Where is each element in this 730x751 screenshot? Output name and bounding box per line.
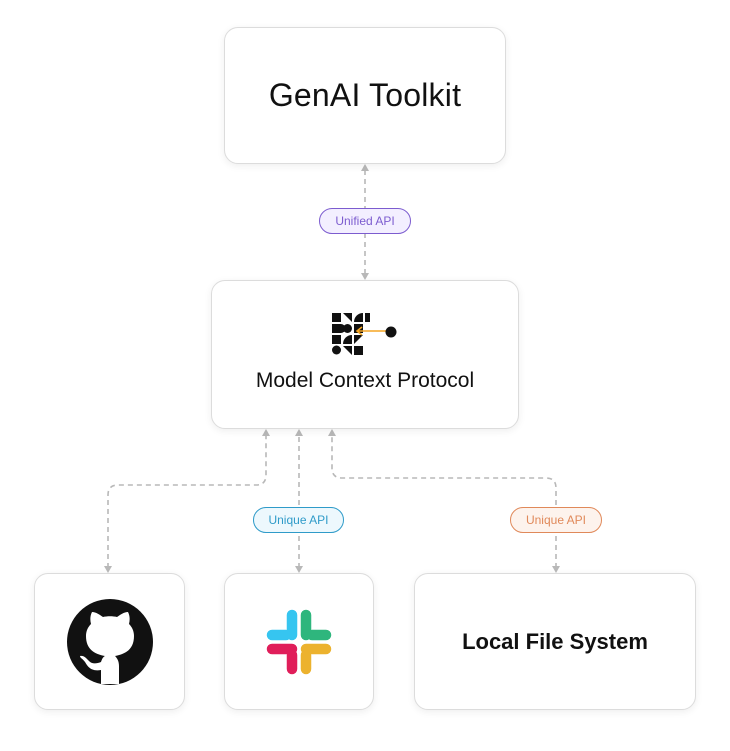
genai-toolkit-label: GenAI Toolkit [268, 77, 462, 113]
unified-api-label: Unified API [319, 208, 411, 234]
arrow-head-genai [361, 164, 369, 171]
arrow-head-mcp-fs [328, 429, 336, 436]
local-file-system-label: Local File System [462, 628, 648, 654]
arrow-head-mcp-top [361, 273, 369, 280]
arrow-head-mcp-github [262, 429, 270, 436]
slack-node [224, 573, 374, 710]
mcp-logo-icon [332, 313, 397, 355]
slack-icon [266, 609, 332, 674]
mcp-label: Model Context Protocol [255, 369, 475, 392]
connector-fs-mcp [331, 434, 557, 568]
connector-github-mcp [107, 434, 267, 568]
arrow-head-slack [295, 566, 303, 573]
arrow-head-mcp-slack [295, 429, 303, 436]
arrow-head-fs [552, 566, 560, 573]
mcp-node: Model Context Protocol [211, 280, 519, 429]
github-icon [66, 598, 153, 685]
local-file-system-node: Local File System [414, 573, 696, 710]
github-node [34, 573, 185, 710]
unique-api-label-filesystem: Unique API [510, 507, 602, 533]
arrow-head-github [104, 566, 112, 573]
unique-api-label-slack: Unique API [253, 507, 344, 533]
genai-toolkit-node: GenAI Toolkit [224, 27, 506, 164]
